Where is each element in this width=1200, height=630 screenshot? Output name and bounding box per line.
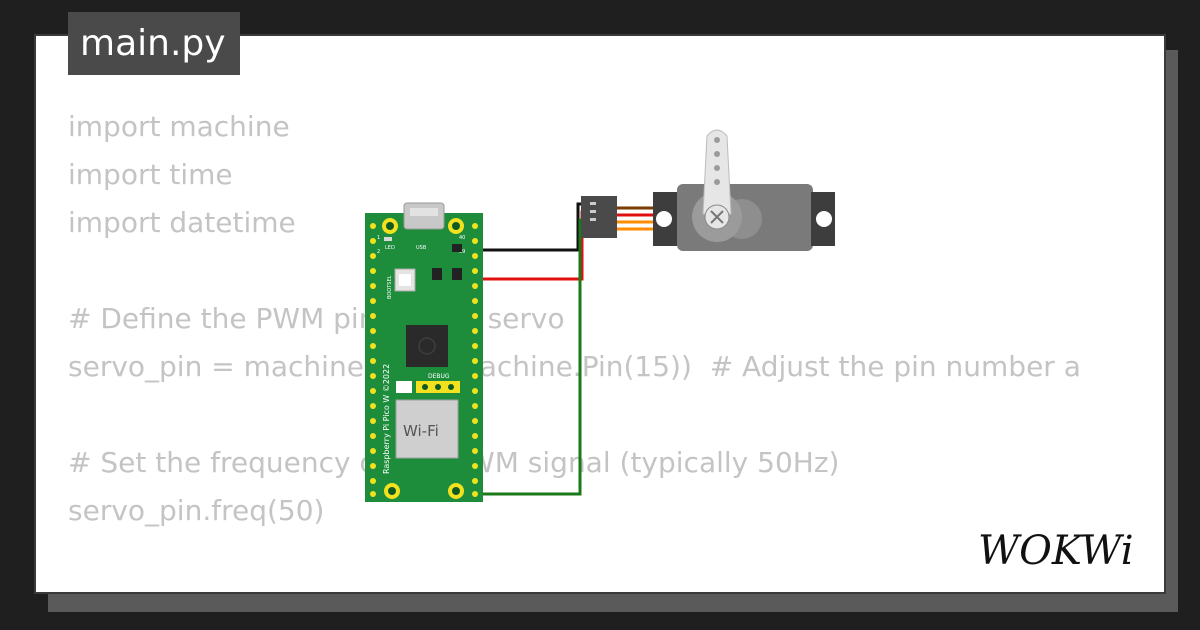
small-chip [452,244,462,252]
servo-mount-right-hole [816,211,832,227]
pin-label-40: 40 [459,235,465,241]
code-line-11: # Function to set and the servo position… [68,583,1081,592]
wokwi-logo: WOKWi [978,528,1134,574]
servo-horn-hole-1 [714,137,720,143]
regulator-component [432,268,442,280]
wire-ground[interactable] [470,202,590,252]
mount-hole-bottom-right-center [452,487,460,495]
code-line-9: servo_pin.freq(50) [68,494,325,527]
servo-horn-hole-2 [714,151,720,157]
pico-w-board[interactable]: 1 2 40 39 LED USB BOOTSEL DEBUG Wi-Fi Ra… [365,202,483,502]
servo-mount-left-hole [656,211,672,227]
servo-horn-hole-3 [714,165,720,171]
code-preview: import machine import time import datetime… [68,103,1081,592]
servo-horn-hole-4 [714,179,720,185]
file-tab[interactable]: main.py [68,12,240,75]
servo-connector-pin-1 [590,202,596,205]
bootsel-label: BOOTSEL [387,275,393,299]
wifi-module-label: Wi-Fi [403,422,439,440]
debug-pin-1 [422,384,428,390]
pin-label-2: 2 [377,249,380,255]
bootsel-button-cap [399,274,411,286]
raspberry-logo-icon [418,337,436,355]
mount-hole-top-left-center [386,222,394,230]
left-pin-pads [370,223,376,497]
usb-label: USB [416,245,427,251]
code-line-2: import time [68,158,233,191]
capacitor-component [452,268,462,280]
servo-motor[interactable] [581,129,835,251]
led-label: LED [385,245,395,251]
wire-power[interactable] [470,210,590,281]
mount-hole-top-right-center [452,222,460,230]
code-line-3: import datetime [68,206,296,239]
rp2040-chip [406,325,448,367]
white-pad [396,381,412,393]
right-pin-pads [472,223,478,497]
servo-shaft-screw-icon [710,210,724,224]
servo-connector [581,196,617,238]
wokwi-logo-text: WOKWi [978,528,1134,574]
board-model-label: Raspberry Pi Pico W ©2022 [382,364,391,474]
pin-label-39: 39 [459,249,465,255]
mount-hole-bottom-left-center [388,487,396,495]
pin-label-1: 1 [377,235,380,241]
debug-label: DEBUG [428,373,450,380]
code-line-1: import machine [68,110,290,143]
usb-port-slot [410,208,438,216]
wifi-module [395,399,459,459]
led-indicator [384,237,392,241]
servo-connector-pin-2 [590,210,596,213]
servo-horn[interactable] [702,129,732,215]
debug-pin-2 [435,384,441,390]
preview-card: import machine import time import datetime… [34,34,1166,594]
servo-connector-pin-3 [590,218,596,221]
debug-pin-3 [448,384,454,390]
